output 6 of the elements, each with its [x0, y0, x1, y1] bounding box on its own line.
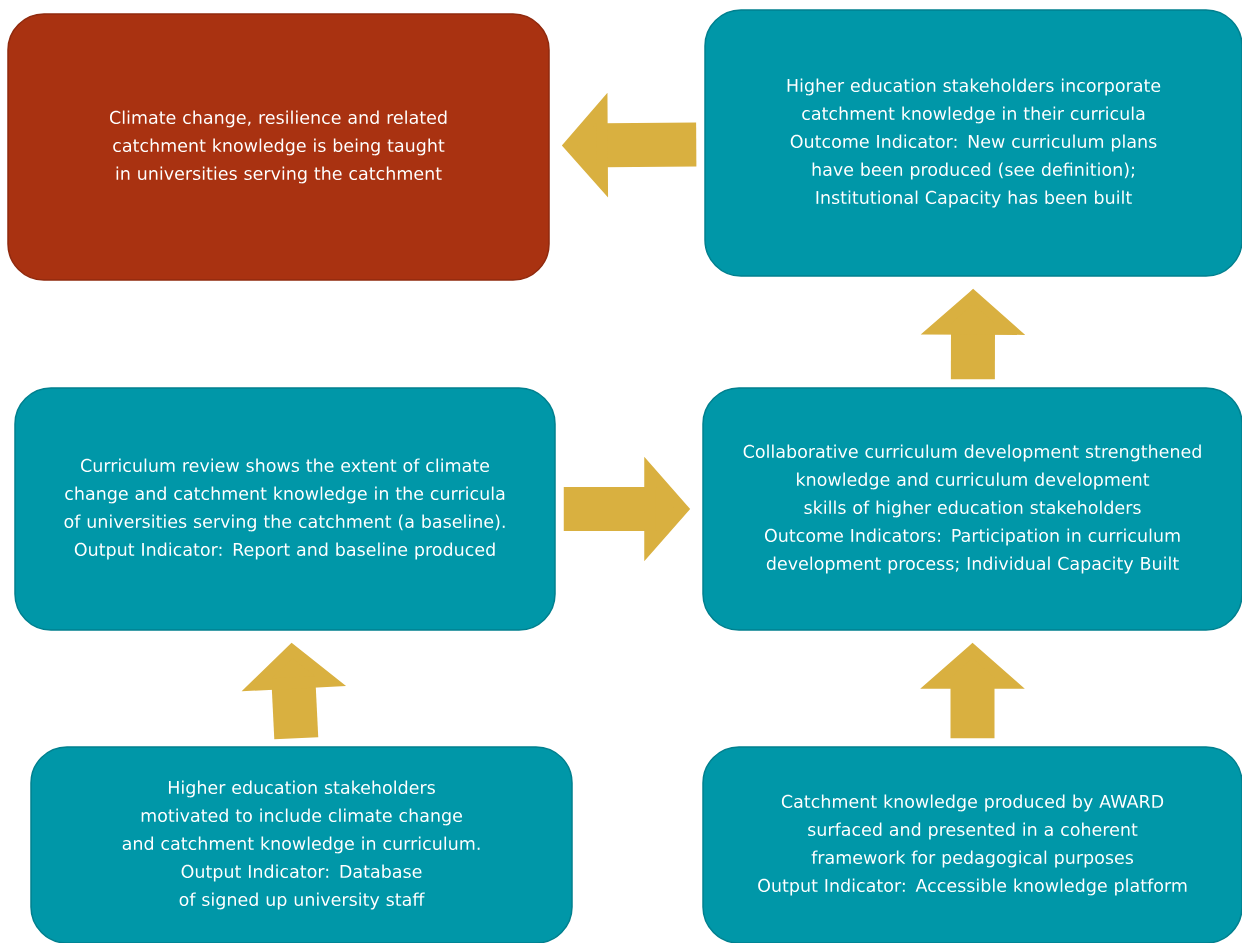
process-box: Climate change, resilience and related catchment knowledge is being taught in universities serving the catchment — [7, 13, 550, 281]
process-box: Curriculum review shows the extent of climate change and catchment knowledge in the curricula of universities serving the catchment (a baseline). Output Indicator: Report and baseline produced — [14, 387, 556, 631]
process-box: Catchment knowledge produced by AWARD surfaced and presented in a coherent framework for pedagogical purposes Output Indicator: Accessible knowledge platform — [702, 746, 1242, 943]
process-box: Higher education stakeholders motivated to include climate change and catchment knowledge in curriculum. Output Indicator: Database of signed up university staff — [30, 746, 573, 943]
process-box: Higher education stakeholders incorporate catchment knowledge in their curricula Outcome Indicator: New curriculum plans have been produced (see definition); Institutional Capacity has been built — [704, 9, 1242, 277]
process-box: Collaborative curriculum development strengthened knowledge and curriculum development skills of higher education stakeholders Outcome Indicators: Participation in curriculum development process; Individual Capacity Built — [702, 387, 1242, 631]
